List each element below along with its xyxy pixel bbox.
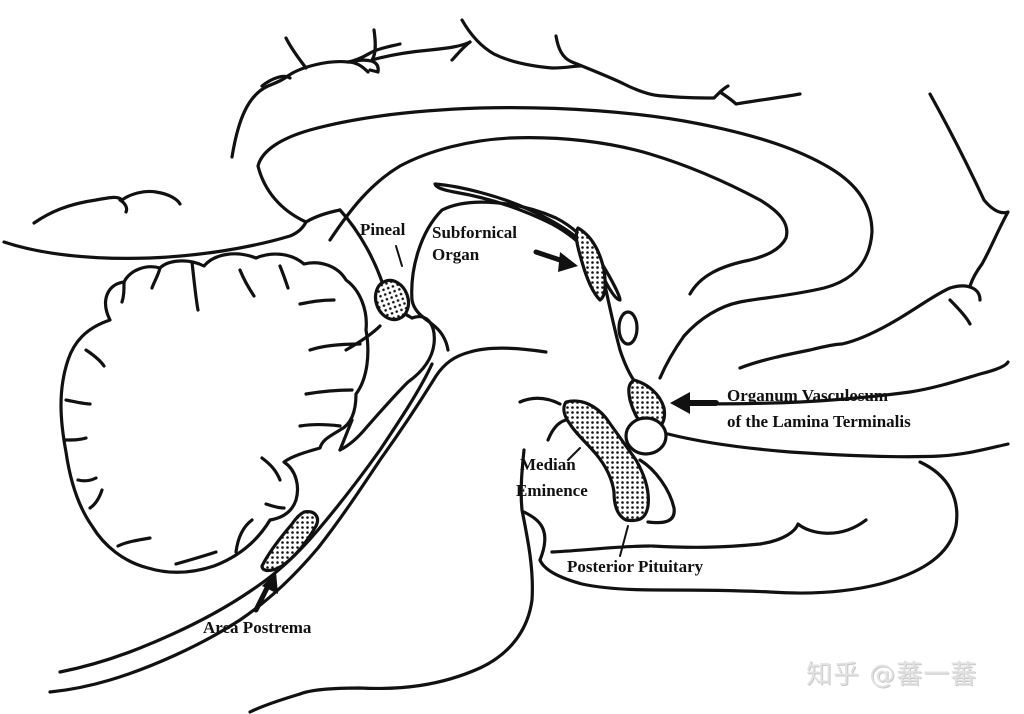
ovlt-label-line1: Organum Vasculosum — [727, 386, 889, 405]
ovlt-arrow-icon — [670, 392, 719, 414]
cerebral-cortex-outline — [230, 18, 1010, 288]
median-eminence-label-line1: Median — [520, 455, 576, 474]
median-eminence-and-posterior-pituitary — [562, 399, 650, 523]
temporal-lobe-outline — [538, 460, 959, 595]
ovlt-label-line2: of the Lamina Terminalis — [727, 412, 911, 431]
cerebellum-outline — [59, 252, 370, 574]
corpus-callosum-outline — [256, 106, 874, 338]
anterior-commissure — [617, 310, 639, 346]
area-postrema — [260, 510, 320, 573]
posterior-pituitary-label: Posterior Pituitary — [567, 557, 704, 576]
subfornical-organ — [574, 226, 607, 302]
diencephalon-outline — [410, 260, 686, 390]
median-eminence-leader-line — [567, 447, 581, 461]
frontal-lobe-outline — [666, 284, 1010, 459]
posterior-pituitary-leader-line — [619, 525, 629, 557]
area-postrema-label: Area Postrema — [203, 618, 312, 637]
subfornical-organ-label-line1: Subfornical — [432, 223, 518, 242]
watermark: 知乎 @蕃一蕃 — [806, 660, 978, 690]
subfornical-arrow-icon — [533, 249, 578, 272]
subfornical-organ-label-line2: Organ — [432, 245, 480, 264]
optic-chiasm — [624, 416, 668, 456]
median-eminence-label-line2: Eminence — [516, 481, 588, 500]
pineal-label: Pineal — [360, 220, 406, 239]
area-postrema-arrow-icon — [253, 572, 278, 613]
pineal-gland — [373, 278, 411, 322]
occipital-lobe-outline — [2, 189, 308, 260]
pineal-leader-line — [395, 245, 403, 267]
